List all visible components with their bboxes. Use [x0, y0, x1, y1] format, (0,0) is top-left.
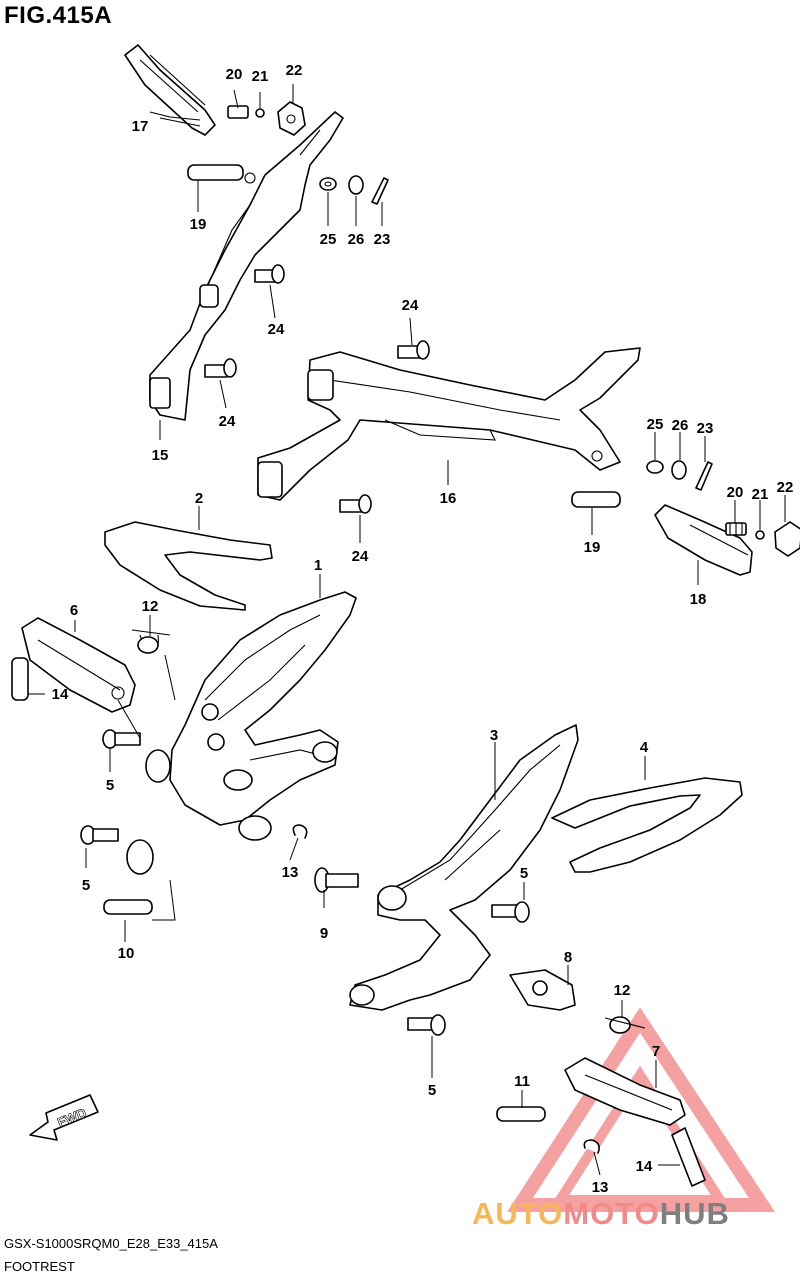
- part-22-plate-left: [277, 101, 306, 136]
- callout-1: 1: [314, 557, 322, 574]
- part-16-rear-bracket-right: [257, 347, 641, 501]
- callout-9: 9: [320, 925, 328, 942]
- part-26-washer-left: [348, 175, 364, 195]
- part-26-washer-right: [671, 460, 687, 480]
- watermark-text: AUTOMOTOHUB: [472, 1196, 730, 1232]
- callout-25b: 25: [647, 416, 664, 433]
- callout-26a: 26: [348, 231, 365, 248]
- callout-25a: 25: [320, 231, 337, 248]
- watermark-part-3: HUB: [659, 1196, 730, 1231]
- callout-4: 4: [640, 739, 649, 756]
- part-6-footpeg-left-rider: [21, 617, 136, 713]
- part-13-clip-left: [292, 824, 308, 839]
- part-9-bolt: [314, 867, 359, 893]
- callout-labels: 1 2 3 4 5 5 5 5 6 7 8 9 10 11 12 12 13 1…: [52, 62, 794, 1196]
- callout-24d: 24: [352, 548, 369, 565]
- part-14-pin-right: [671, 1127, 706, 1187]
- part-5-bolt-a: [102, 729, 141, 749]
- part-19-pin-right: [571, 491, 621, 508]
- part-20-spring-left: [227, 105, 249, 119]
- callout-23b: 23: [697, 420, 714, 437]
- part-2-heel-guard-left: [104, 521, 273, 611]
- callout-6: 6: [70, 602, 78, 619]
- part-24-bolt-d: [339, 494, 372, 514]
- callout-24b: 24: [219, 413, 236, 430]
- part-23-cotter-pin-right: [695, 461, 713, 491]
- callout-14b: 14: [636, 1158, 653, 1175]
- callout-19b: 19: [584, 539, 601, 556]
- callout-22b: 22: [777, 479, 794, 496]
- model-code: GSX-S1000SRQM0_E28_E33_415A: [4, 1236, 218, 1251]
- callout-3: 3: [490, 727, 498, 744]
- part-4-heel-guard-right: [551, 777, 743, 873]
- part-shaft-left: [126, 749, 171, 875]
- callout-20a: 20: [226, 66, 243, 83]
- part-20-spring-right: [725, 522, 747, 536]
- section-name: FOOTREST: [4, 1259, 75, 1274]
- callout-12b: 12: [614, 982, 631, 999]
- callout-13b: 13: [592, 1179, 609, 1196]
- watermark-part-1: AUTO: [472, 1196, 564, 1231]
- part-8-peg-mount: [509, 969, 576, 1011]
- callout-15: 15: [152, 447, 169, 464]
- part-13-clip-right: [583, 1139, 600, 1154]
- callout-23a: 23: [374, 231, 391, 248]
- callout-10: 10: [118, 945, 135, 962]
- watermark-part-2: MOTO: [563, 1196, 660, 1231]
- part-22-plate-right: [774, 521, 800, 557]
- part-17-footpeg-left: [124, 44, 216, 136]
- part-19-pin-left: [187, 164, 244, 181]
- part-7-footpeg-right-rider: [564, 1057, 686, 1126]
- callout-22a: 22: [286, 62, 303, 79]
- callout-5b: 5: [82, 877, 90, 894]
- part-23-cotter-pin-left: [371, 177, 389, 205]
- callout-2: 2: [195, 490, 203, 507]
- callout-18: 18: [690, 591, 707, 608]
- part-24-bolt-b: [204, 358, 237, 378]
- callout-21b: 21: [752, 486, 769, 503]
- callout-26b: 26: [672, 417, 689, 434]
- callout-16: 16: [440, 490, 457, 507]
- part-12-spring-left: [131, 629, 171, 654]
- part-3-footrest-bracket-right: [349, 724, 579, 1011]
- part-25-washer-right: [646, 460, 664, 474]
- callout-17: 17: [132, 118, 149, 135]
- callout-13a: 13: [282, 864, 299, 881]
- callout-21a: 21: [252, 68, 269, 85]
- part-15-rear-bracket-left: [149, 111, 344, 421]
- callout-7: 7: [652, 1043, 660, 1060]
- part-25-washer-left: [319, 177, 337, 191]
- callout-8: 8: [564, 949, 572, 966]
- callout-24a: 24: [268, 321, 285, 338]
- leader-lines: [28, 84, 786, 1176]
- callout-11: 11: [514, 1073, 530, 1090]
- callout-19a: 19: [190, 216, 207, 233]
- part-18-footpeg-right: [654, 504, 753, 576]
- part-14-pin-left: [11, 657, 29, 701]
- part-21-ball-right: [755, 530, 765, 540]
- fwd-arrow-icon: FWD: [29, 1094, 99, 1141]
- part-1-footrest-bracket-left: [169, 591, 357, 841]
- part-24-bolt-a: [254, 264, 285, 284]
- callout-5c: 5: [520, 865, 528, 882]
- callout-12a: 12: [142, 598, 159, 615]
- part-5-bolt-b: [80, 825, 119, 845]
- callout-14a: 14: [52, 686, 69, 703]
- callout-24c: 24: [402, 297, 419, 314]
- part-12-spring-right: [604, 1016, 646, 1034]
- part-5-bolt-c: [491, 901, 530, 923]
- part-5-bolt-d: [407, 1014, 446, 1036]
- part-10-pin: [103, 899, 153, 915]
- callout-20b: 20: [727, 484, 744, 501]
- callout-5d: 5: [428, 1082, 436, 1099]
- callout-5a: 5: [106, 777, 114, 794]
- fig-title: FIG.415A: [4, 2, 113, 29]
- part-11-pin: [496, 1106, 546, 1122]
- part-24-bolt-c: [397, 340, 430, 360]
- part-21-ball-left: [255, 108, 265, 118]
